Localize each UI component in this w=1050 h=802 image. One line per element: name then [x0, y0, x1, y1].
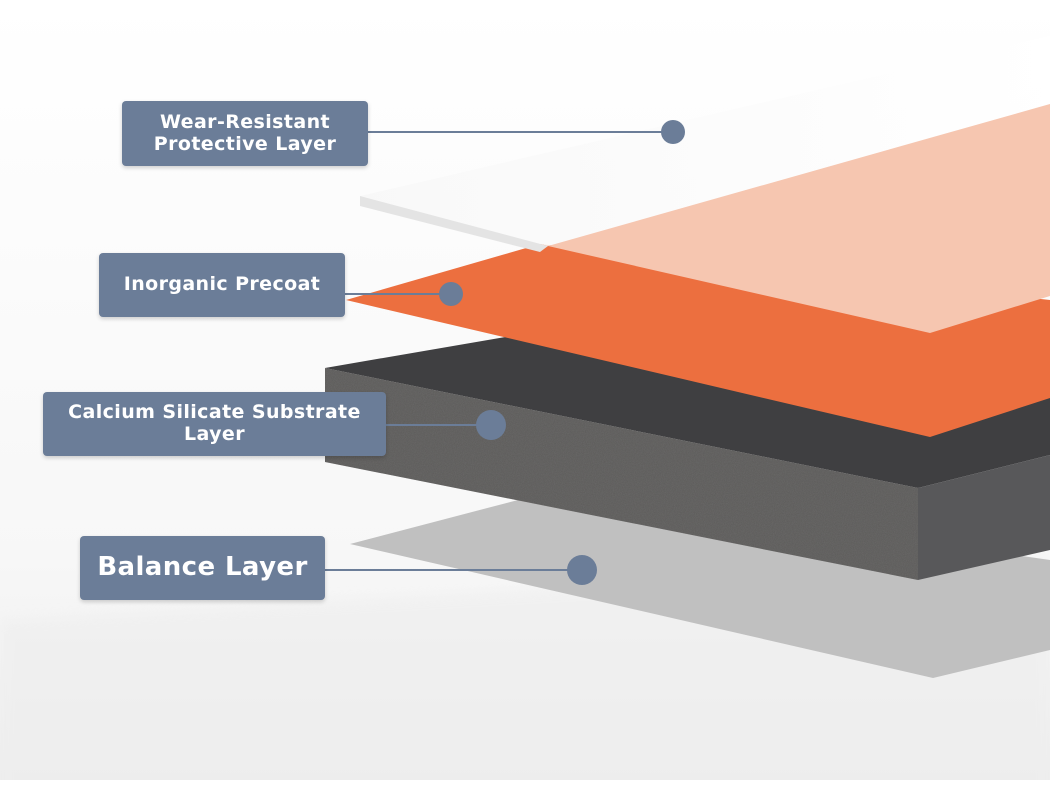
connector-dot-balance: [567, 555, 597, 585]
label-balance-layer: Balance Layer: [80, 536, 325, 600]
label-precoat-text: Inorganic Precoat: [123, 273, 321, 296]
label-inorganic-precoat: Inorganic Precoat: [99, 253, 345, 317]
protective-layer-tint: [548, 104, 1050, 333]
bottom-band: [0, 780, 1050, 802]
label-wear-resistant-protective-layer: Wear-Resistant Protective Layer: [122, 101, 368, 166]
connector-dot-substrate: [476, 410, 506, 440]
label-calcium-silicate-substrate-layer: Calcium Silicate Substrate Layer: [43, 392, 386, 456]
label-substrate-line1: Calcium Silicate Substrate: [68, 401, 361, 424]
label-balance-text: Balance Layer: [97, 552, 308, 583]
substrate-right-edge: [918, 455, 1050, 580]
protective-layer-back: [360, 36, 1050, 246]
protective-layer-shadow: [360, 196, 548, 252]
substrate-front-edge: [325, 368, 918, 580]
label-wear-line1: Wear-Resistant: [159, 110, 330, 133]
connector-dot-wear: [661, 120, 685, 144]
connector-dot-precoat: [439, 282, 463, 306]
label-wear-line2: Protective Layer: [153, 132, 337, 155]
label-substrate-line2: Layer: [184, 423, 245, 445]
